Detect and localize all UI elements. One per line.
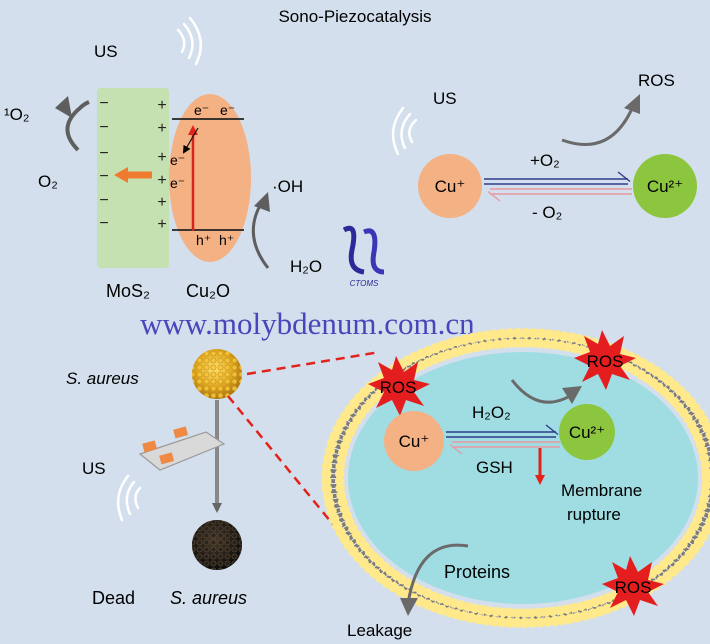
ros-generation-arrowhead-cell xyxy=(562,386,582,404)
svg-text:−: − xyxy=(99,95,108,112)
ros-label-top: ROS xyxy=(638,71,675,90)
water-oxidation-arrowhead xyxy=(254,192,270,212)
mos2-minus-signs: − − − − − − xyxy=(99,95,108,232)
ros-burst-icon-1: ROS xyxy=(368,356,430,416)
zoom-line-upper xyxy=(246,350,381,376)
dead-species-label: S. aureus xyxy=(170,588,247,608)
ultrasound-waves-icon-top-right xyxy=(391,106,418,156)
protein-leakage-arrowhead xyxy=(400,598,418,616)
mos2-label: MoS₂ xyxy=(106,281,150,301)
oxygen-conversion-arc xyxy=(65,100,90,152)
cu-plus-circle-top xyxy=(418,154,482,218)
svg-text:+: + xyxy=(157,97,166,114)
svg-text:−: − xyxy=(99,119,108,136)
surface-electron-1: e⁻ xyxy=(170,152,185,168)
proteins-label: Proteins xyxy=(444,562,510,582)
cu2o-ellipse xyxy=(169,94,251,262)
nanosheet-icon xyxy=(138,426,226,471)
s-aureus-label: S. aureus xyxy=(66,369,139,388)
ultrasound-waves-icon-bottom xyxy=(116,474,142,522)
ros-generation-arc-cell xyxy=(510,379,571,404)
ros-generation-arc xyxy=(561,103,636,146)
forward-equilibrium-arrow-cell xyxy=(446,424,559,438)
vb-hole-2: h⁺ xyxy=(219,232,234,248)
svg-text:+: + xyxy=(157,172,166,189)
water-oxidation-arc xyxy=(251,201,270,269)
mos2-plus-signs: + + + + + + xyxy=(157,97,166,233)
surface-electron-2: e⁻ xyxy=(170,175,185,191)
watermark-text: www.molybdenum.com.cn xyxy=(140,306,475,341)
ros-burst-icon-2: ROS xyxy=(574,330,636,390)
svg-text:+: + xyxy=(157,216,166,233)
us-label-top-left: US xyxy=(94,42,118,61)
ros-burst-icon-3: ROS xyxy=(602,556,664,616)
svg-text:−: − xyxy=(99,145,108,162)
singlet-oxygen-label: ¹O₂ xyxy=(4,105,29,124)
ultrasound-waves-icon-top-left xyxy=(176,16,203,66)
dead-label: Dead xyxy=(92,588,135,608)
cu-plus-label-cell: Cu⁺ xyxy=(399,432,430,451)
electron-transfer-arrow xyxy=(182,127,199,154)
cu2o-label: Cu₂O xyxy=(186,281,230,301)
svg-text:ROS: ROS xyxy=(587,352,624,371)
cb-electron-1: e⁻ xyxy=(194,102,209,118)
svg-text:−: − xyxy=(99,192,108,209)
svg-text:+: + xyxy=(157,194,166,211)
forward-equilibrium-arrow-top xyxy=(484,171,631,185)
cu-plus-circle-cell xyxy=(384,411,444,471)
cell-interior xyxy=(348,352,698,604)
svg-text:+: + xyxy=(157,120,166,137)
oxygen-label: O₂ xyxy=(38,172,58,191)
water-label: H₂O xyxy=(290,257,322,276)
cu-2plus-circle-cell xyxy=(559,404,615,460)
reverse-equilibrium-arrow-cell xyxy=(449,441,560,455)
protein-leakage-arc xyxy=(406,543,469,605)
reverse-equilibrium-arrow-top xyxy=(487,188,632,202)
live-bacterium-icon xyxy=(192,349,242,399)
forward-label-cell: H₂O₂ xyxy=(472,403,511,422)
ros-generation-arrowhead xyxy=(624,94,640,114)
cu-plus-label-top: Cu⁺ xyxy=(435,177,466,196)
reverse-label-cell: GSH xyxy=(476,458,513,477)
dead-bacterium-icon xyxy=(192,520,242,570)
membrane-label: Membrane xyxy=(561,481,642,500)
hydroxyl-radical-label: ·OH xyxy=(272,177,303,196)
cu-2plus-label-cell: Cu²⁺ xyxy=(569,423,605,442)
charge-transfer-arrowhead xyxy=(114,167,128,183)
oxygen-conversion-arrowhead xyxy=(55,96,72,118)
title: Sono-Piezocatalysis xyxy=(278,7,431,26)
vb-hole-1: h⁺ xyxy=(196,232,211,248)
leakage-label: Leakage xyxy=(347,621,412,640)
zoom-line-lower xyxy=(227,395,363,561)
rupture-label: rupture xyxy=(567,505,621,524)
svg-text:ROS: ROS xyxy=(380,378,417,397)
us-label-bottom: US xyxy=(82,459,106,478)
svg-text:ROS: ROS xyxy=(615,578,652,597)
svg-text:+: + xyxy=(157,149,166,166)
svg-text:−: − xyxy=(99,168,108,185)
cu-2plus-label-top: Cu²⁺ xyxy=(647,177,683,196)
ctoms-logo: CTOMS xyxy=(342,225,385,288)
ctoms-logo-text: CTOMS xyxy=(350,279,379,288)
us-label-top-right: US xyxy=(433,89,457,108)
cu-2plus-circle-top xyxy=(633,154,697,218)
cell-membrane xyxy=(321,327,710,629)
reverse-label-top: - O₂ xyxy=(532,203,562,222)
cb-electron-2: e⁻ xyxy=(220,102,235,118)
svg-text:−: − xyxy=(99,215,108,232)
forward-label-top: +O₂ xyxy=(530,151,560,170)
